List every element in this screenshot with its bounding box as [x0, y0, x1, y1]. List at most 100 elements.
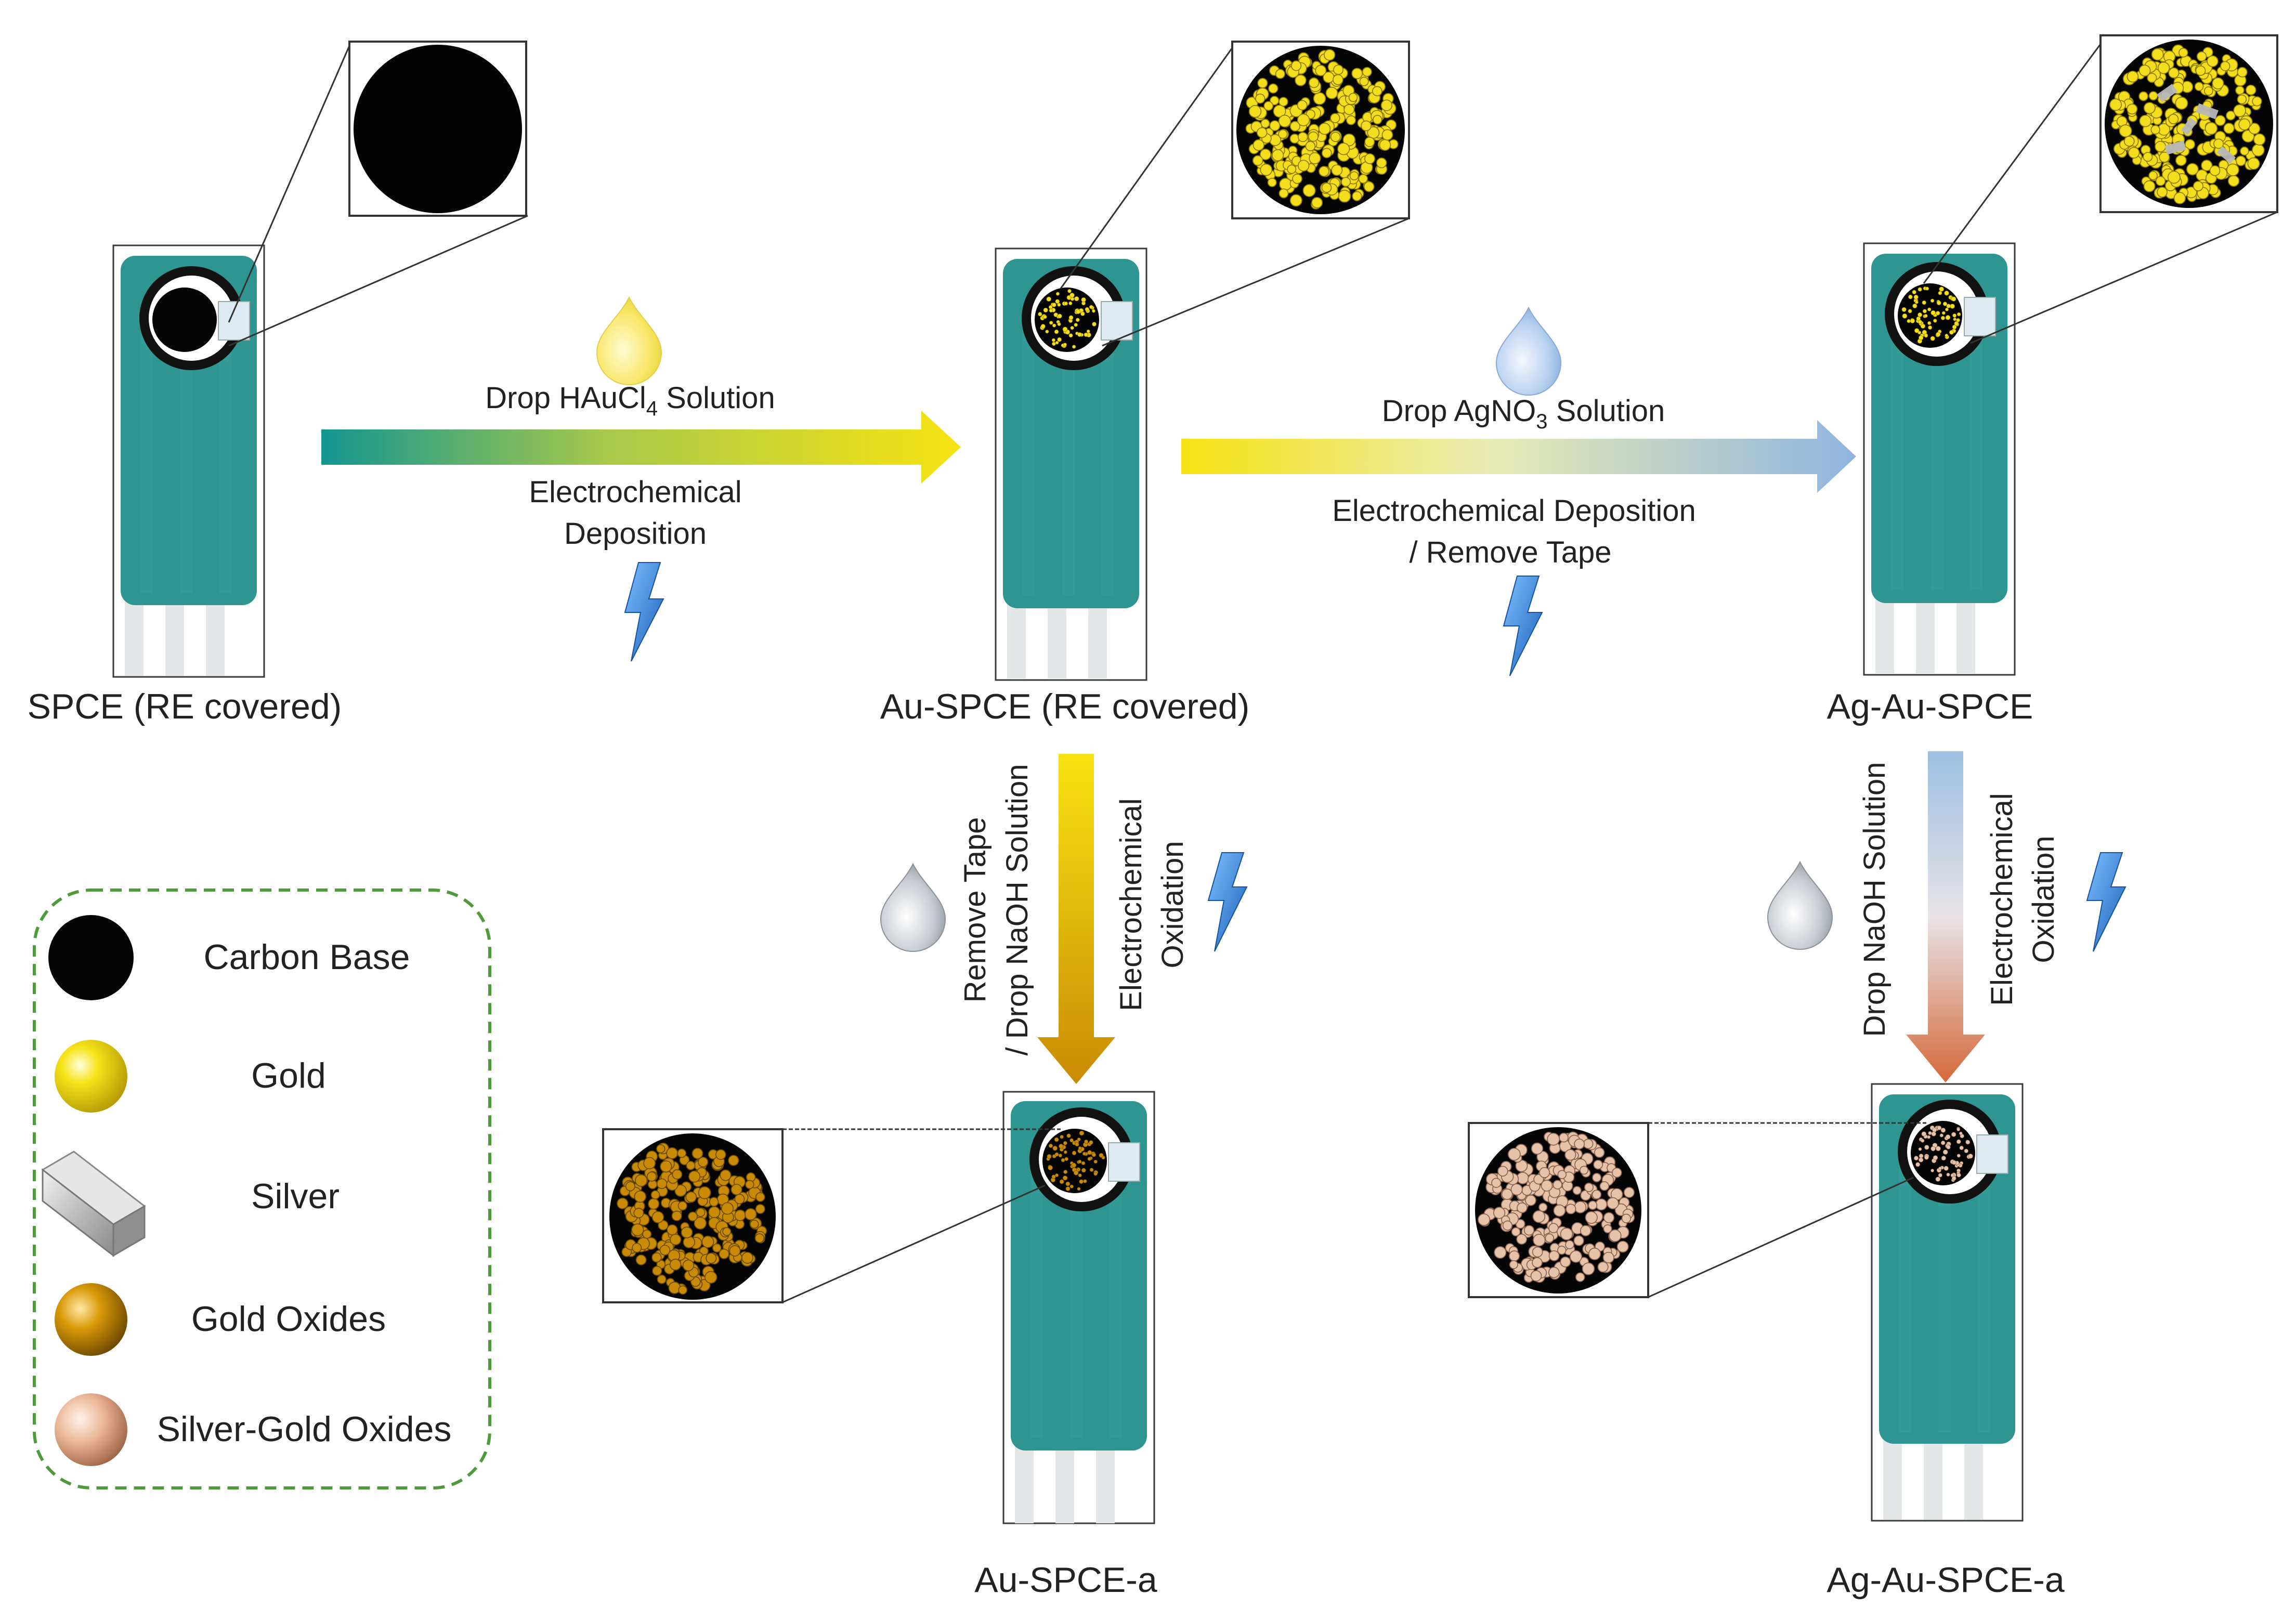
step3-right-line1: Electrochemical	[1114, 798, 1148, 1011]
nanoparticle	[1922, 300, 1926, 305]
nanoparticle	[2213, 138, 2224, 149]
nanoparticle	[1068, 333, 1073, 338]
nanoparticle	[2143, 102, 2156, 114]
nanoparticle-cluster	[1038, 289, 1097, 349]
nanoparticle	[2204, 122, 2218, 135]
nanoparticle	[1557, 1246, 1567, 1255]
nanoparticle	[1315, 64, 1327, 76]
nanoparticle	[1547, 1132, 1560, 1146]
nanoparticle	[1260, 163, 1273, 176]
nanoparticle	[657, 1274, 667, 1284]
nanoparticle	[1330, 113, 1340, 123]
nanoparticle	[2209, 165, 2221, 176]
nanoparticle	[682, 1259, 695, 1272]
nanoparticle	[1049, 308, 1053, 313]
nanoparticle	[1912, 303, 1917, 309]
nanoparticle	[635, 1254, 647, 1265]
nanoparticle	[1602, 1251, 1614, 1263]
nanoparticle	[2155, 141, 2167, 152]
nanoparticle	[2123, 136, 2135, 147]
nanoparticle	[1045, 330, 1049, 334]
nanoparticle	[1913, 294, 1919, 300]
nanoparticle	[1055, 292, 1060, 296]
nanoparticle	[1930, 1169, 1934, 1172]
nanoparticle	[1612, 1167, 1622, 1178]
nanoparticle	[1491, 1178, 1502, 1188]
nanoparticle	[1074, 323, 1078, 327]
nanoparticle	[1063, 1170, 1068, 1174]
nanoparticle	[1057, 303, 1061, 307]
nanoparticle-cluster	[1245, 49, 1399, 210]
nanoparticle	[1255, 94, 1266, 104]
nanoparticle	[1078, 1146, 1082, 1150]
nanoparticle	[1081, 1168, 1086, 1173]
nanoparticle	[2253, 133, 2266, 146]
nanoparticle	[1510, 1183, 1523, 1196]
nanoparticle	[1541, 1180, 1553, 1192]
nanoparticle	[1073, 1170, 1079, 1175]
nanoparticle	[1914, 1156, 1919, 1161]
nanoparticle	[1048, 1165, 1053, 1170]
nanoparticle	[1922, 309, 1927, 313]
nanoparticle	[2226, 110, 2236, 121]
legend-item-gold: Gold	[55, 1040, 326, 1113]
nanoparticle	[1941, 311, 1946, 315]
nanoparticle	[706, 1252, 717, 1264]
nanoparticle	[1071, 1162, 1077, 1168]
nanoparticle	[1083, 1179, 1087, 1183]
nanoparticle	[1508, 1250, 1520, 1262]
step2-bottom-line1: Electrochemical Deposition	[1332, 494, 1696, 528]
nanoparticle	[1915, 1162, 1921, 1167]
nanoparticle	[1055, 1173, 1059, 1177]
nanoparticle	[1956, 1154, 1961, 1158]
step4-labels: Drop NaOH Solution Electrochemical Oxida…	[1858, 762, 2060, 1037]
nanoparticle	[1253, 139, 1264, 151]
nanoparticle	[1575, 1272, 1585, 1282]
nanoparticle	[1248, 105, 1262, 118]
nanoparticle	[1342, 133, 1356, 147]
nanoparticle	[1907, 319, 1911, 323]
nanoparticle	[2247, 157, 2260, 170]
nanoparticle	[666, 1147, 679, 1159]
nanoparticle	[719, 1248, 729, 1259]
nanoparticle	[643, 1157, 656, 1170]
nanoparticle	[1051, 1174, 1056, 1179]
nanoparticle	[1267, 177, 1277, 187]
nanoparticle	[1337, 142, 1350, 155]
nanoparticle	[1289, 194, 1302, 207]
nanoparticle	[2238, 118, 2251, 130]
nanoparticle	[1311, 197, 1323, 208]
nanoparticle	[1268, 83, 1279, 94]
nanoparticle	[705, 1271, 718, 1284]
nanoparticle	[755, 1204, 765, 1214]
nanoparticle	[1566, 1204, 1576, 1214]
nanoparticle	[715, 1149, 726, 1160]
legend-item-carbon-base: Carbon Base	[48, 915, 410, 1000]
nanoparticle	[633, 1208, 644, 1219]
nanoparticle	[1089, 305, 1093, 309]
nanoparticle	[1043, 307, 1048, 313]
nanoparticle	[1901, 307, 1907, 312]
nanoparticle	[2214, 115, 2226, 126]
nanoparticle	[1062, 1175, 1068, 1181]
nanoparticle	[677, 1148, 687, 1158]
nanoparticle	[1920, 323, 1926, 329]
nanoparticle	[1623, 1187, 1635, 1198]
legend-item-silver: Silver	[41, 1151, 340, 1258]
nanoparticle	[1959, 1145, 1964, 1151]
nanoparticle	[1359, 76, 1369, 86]
nanoparticle	[1508, 1147, 1521, 1161]
step4-right-line2: Oxidation	[2027, 835, 2060, 963]
silver-gold-oxides-icon	[55, 1393, 127, 1466]
nanoparticle	[1951, 1160, 1956, 1165]
nanoparticle	[1914, 328, 1920, 333]
nanoparticle	[722, 1227, 732, 1236]
nanoparticle	[651, 1211, 664, 1223]
nanoparticle	[1902, 313, 1908, 319]
nanoparticle	[1381, 129, 1393, 141]
nanoparticle	[1055, 299, 1060, 304]
nanoparticle	[2157, 187, 2168, 198]
nanoparticle	[1069, 1138, 1074, 1143]
nanoparticle	[660, 1160, 672, 1173]
nanoparticle	[686, 1160, 696, 1170]
